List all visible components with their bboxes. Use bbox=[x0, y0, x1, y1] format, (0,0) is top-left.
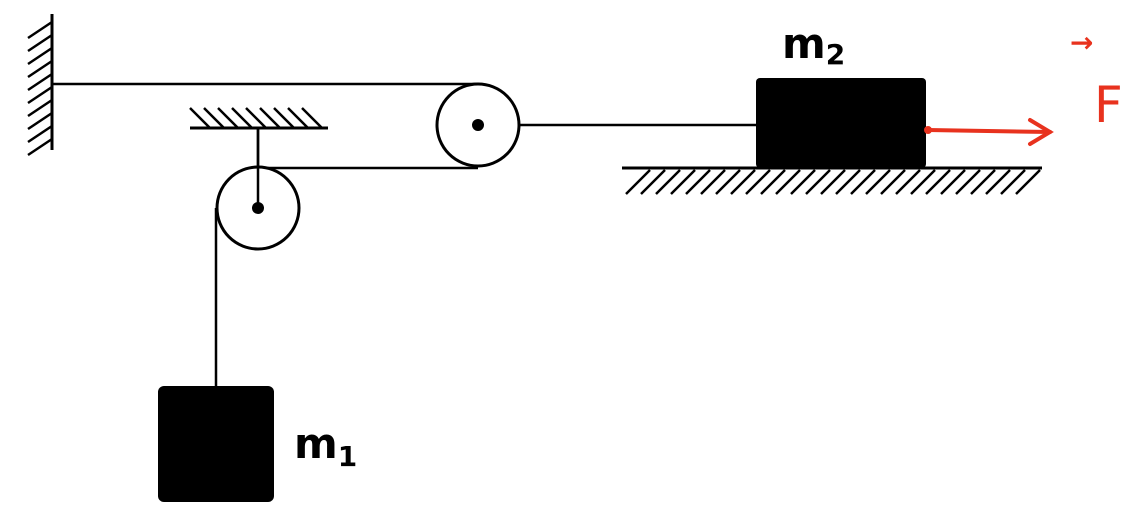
strings bbox=[52, 82, 756, 386]
hatch-mark bbox=[730, 169, 756, 195]
hatch-mark bbox=[970, 169, 996, 195]
hatch-mark bbox=[189, 107, 211, 129]
hatch-mark bbox=[27, 111, 53, 131]
ground-surface bbox=[622, 166, 1042, 195]
ceiling-support bbox=[189, 107, 328, 130]
hatch-mark bbox=[217, 107, 239, 129]
hatch-mark bbox=[880, 169, 906, 195]
mass1-label: m1 bbox=[294, 419, 357, 473]
hatch-mark bbox=[27, 72, 53, 92]
hatch-mark bbox=[259, 107, 281, 129]
hatch-mark bbox=[245, 107, 267, 129]
hatch-mark bbox=[865, 169, 891, 195]
hatch-mark bbox=[955, 169, 981, 195]
hatch-mark bbox=[273, 107, 295, 129]
small-pulley bbox=[215, 128, 301, 251]
large-pulley-axle bbox=[472, 119, 484, 131]
small-pulley-axle bbox=[252, 202, 264, 214]
hatch-mark bbox=[835, 169, 861, 195]
hatch-mark bbox=[231, 107, 253, 129]
hatch-mark bbox=[895, 169, 921, 195]
force-vector-arrow: → bbox=[1070, 26, 1093, 59]
hatch-mark bbox=[27, 59, 53, 79]
hatch-mark bbox=[27, 46, 53, 66]
hatch-mark bbox=[940, 169, 966, 195]
hatch-mark bbox=[715, 169, 741, 195]
hatch-mark bbox=[27, 33, 53, 53]
hatch-mark bbox=[655, 169, 681, 195]
force-symbol: F bbox=[1094, 76, 1123, 134]
hatch-mark bbox=[925, 169, 951, 195]
hatch-mark bbox=[850, 169, 876, 195]
hatch-mark bbox=[670, 169, 696, 195]
hatch-mark bbox=[700, 169, 726, 195]
hatch-mark bbox=[910, 169, 936, 195]
force-arrow bbox=[924, 118, 1054, 146]
left-wall-support bbox=[27, 14, 54, 157]
hatch-mark bbox=[820, 169, 846, 195]
hatch-mark bbox=[27, 85, 53, 105]
large-pulley bbox=[435, 82, 521, 168]
hatch-mark bbox=[27, 137, 53, 157]
hatch-mark bbox=[790, 169, 816, 195]
hatch-mark bbox=[805, 169, 831, 195]
hatch-mark bbox=[760, 169, 786, 195]
hatch-mark bbox=[27, 20, 53, 40]
block-m1 bbox=[158, 386, 274, 502]
hatch-mark bbox=[745, 169, 771, 195]
mass2-label: m2 bbox=[782, 19, 845, 71]
hatch-mark bbox=[301, 107, 323, 129]
hatch-mark bbox=[685, 169, 711, 195]
hatch-mark bbox=[1015, 169, 1041, 195]
hatch-mark bbox=[1000, 169, 1026, 195]
hatch-mark bbox=[27, 124, 53, 144]
block-m2 bbox=[756, 78, 926, 168]
hatch-mark bbox=[775, 169, 801, 195]
hatch-mark bbox=[287, 107, 309, 129]
hatch-mark bbox=[640, 169, 666, 195]
hatch-mark bbox=[27, 98, 53, 118]
hatch-mark bbox=[203, 107, 225, 129]
force-label: → F bbox=[1070, 26, 1123, 134]
hatch-mark bbox=[985, 169, 1011, 195]
hatch-mark bbox=[625, 169, 651, 195]
